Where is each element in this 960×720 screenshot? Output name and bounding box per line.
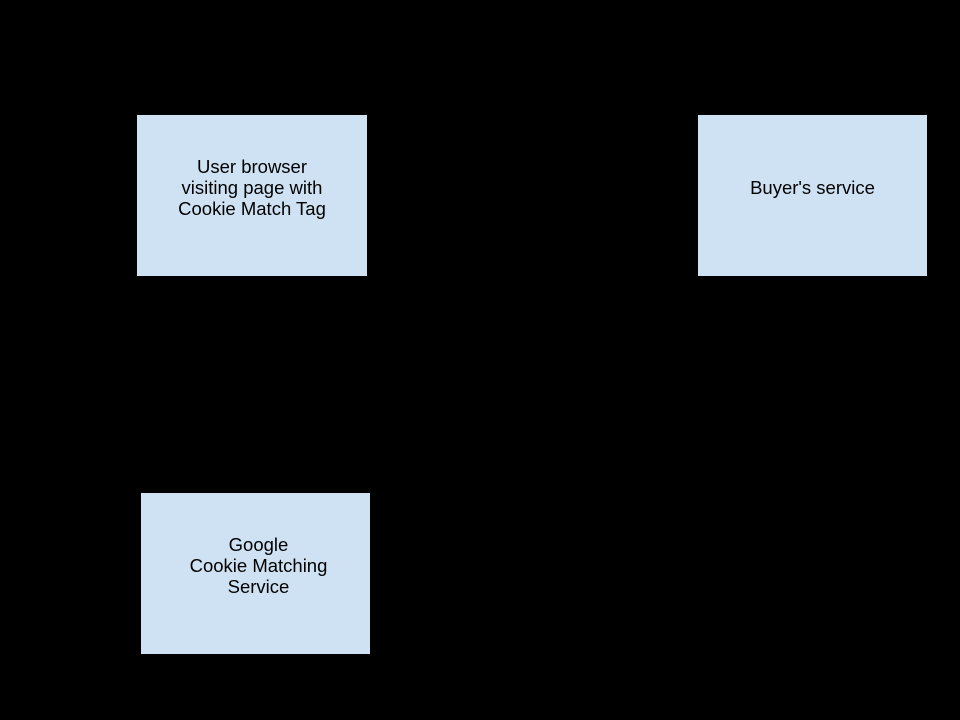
node-label-line: Buyer's service	[750, 176, 875, 198]
node-label-line: Cookie Match Tag	[178, 197, 326, 219]
node-label-line: Service	[227, 575, 290, 597]
node-user-browser: User browser visiting page with Cookie M…	[136, 114, 368, 277]
node-buyers-service: Buyer's service	[697, 114, 928, 277]
node-google-cookie-matching-service: Google Cookie Matching Service	[140, 492, 371, 655]
node-user-browser-label: User browser visiting page with Cookie M…	[178, 156, 326, 219]
node-google-cookie-matching-service-label: Google Cookie Matching Service	[190, 534, 328, 597]
node-label-line: User browser	[197, 155, 307, 177]
node-label-line: Cookie Matching	[189, 554, 328, 576]
node-label-line: visiting page with	[181, 176, 323, 198]
node-buyers-service-label: Buyer's service	[750, 177, 875, 198]
node-label-line: Google	[228, 533, 289, 555]
